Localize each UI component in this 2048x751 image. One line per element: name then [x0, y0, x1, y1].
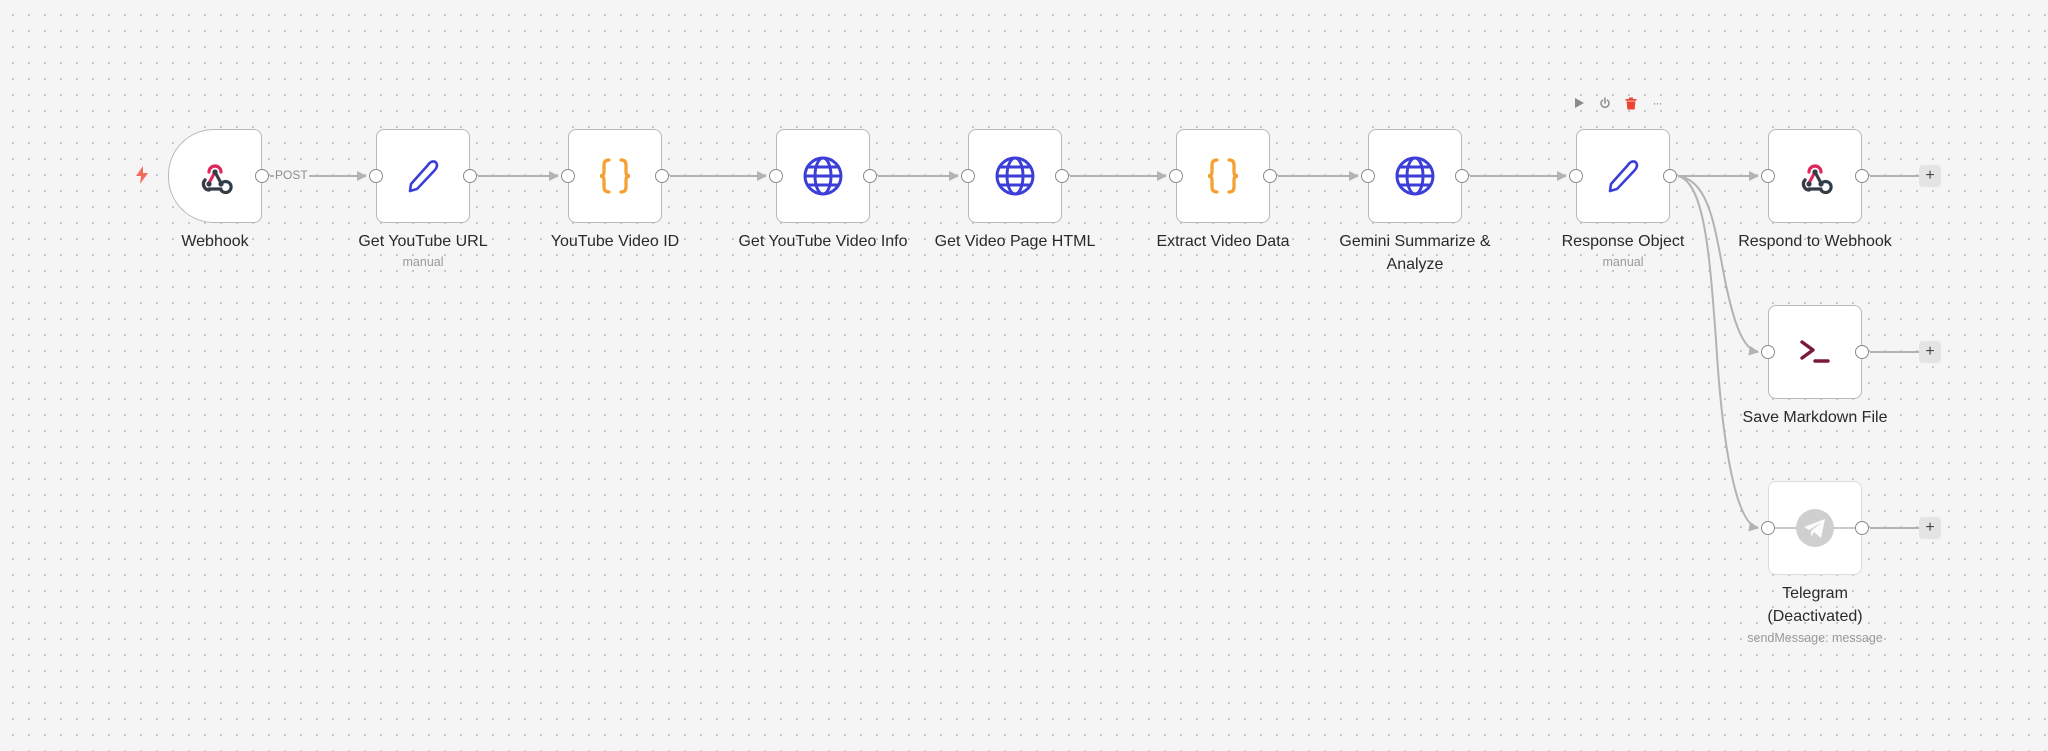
- output-handle[interactable]: [1855, 169, 1869, 183]
- node-label-gemini-summarize: Gemini Summarize & Analyze: [1339, 233, 1491, 273]
- node-toolbar: ···: [1570, 94, 1666, 112]
- more-options-button[interactable]: ···: [1648, 94, 1666, 112]
- node-label-telegram: Telegram (Deactivated): [1767, 585, 1863, 625]
- input-handle[interactable]: [769, 169, 783, 183]
- node-get-video-page-html[interactable]: [961, 129, 1069, 223]
- node-label-extract-video-data: Extract Video Data: [1156, 233, 1290, 250]
- output-handle[interactable]: [863, 169, 877, 183]
- output-handle[interactable]: [255, 169, 269, 183]
- input-handle[interactable]: [1761, 521, 1775, 535]
- input-handle[interactable]: [1361, 169, 1375, 183]
- input-handle[interactable]: [1761, 345, 1775, 359]
- node-webhook[interactable]: [168, 129, 269, 223]
- output-handle[interactable]: [1855, 345, 1869, 359]
- execute-node-button[interactable]: [1570, 94, 1588, 112]
- node-sublabel-telegram: sendMessage: message: [1747, 631, 1883, 645]
- node-label-youtube-video-id: YouTube Video ID: [550, 233, 680, 250]
- node-youtube-video-id[interactable]: [561, 129, 669, 223]
- deactivate-node-button[interactable]: [1596, 94, 1614, 112]
- node-get-youtube-video-info[interactable]: [769, 129, 877, 223]
- input-handle[interactable]: [561, 169, 575, 183]
- telegram-icon: [1793, 506, 1837, 550]
- code-braces-icon: [593, 154, 637, 198]
- node-label-response-object: Response Object: [1561, 233, 1685, 250]
- connection-response-telegram: [1677, 175, 1759, 532]
- node-label-webhook: Webhook: [181, 233, 249, 250]
- node-get-youtube-url[interactable]: [369, 129, 477, 223]
- webhook-icon: [193, 154, 237, 198]
- output-handle[interactable]: [655, 169, 669, 183]
- node-extract-video-data[interactable]: [1169, 129, 1277, 223]
- pencil-icon: [1601, 154, 1645, 198]
- output-handle[interactable]: [1663, 169, 1677, 183]
- input-handle[interactable]: [369, 169, 383, 183]
- edge-label-post: POST: [274, 168, 309, 182]
- node-telegram-deactivated[interactable]: [1761, 481, 1869, 575]
- output-handle[interactable]: [1055, 169, 1069, 183]
- globe-icon: [1393, 154, 1437, 198]
- delete-node-button[interactable]: [1622, 94, 1640, 112]
- globe-icon: [801, 154, 845, 198]
- node-save-markdown-file[interactable]: [1761, 305, 1869, 399]
- node-label-get-video-page-html: Get Video Page HTML: [934, 233, 1096, 250]
- input-handle[interactable]: [1761, 169, 1775, 183]
- input-handle[interactable]: [961, 169, 975, 183]
- input-handle[interactable]: [1169, 169, 1183, 183]
- output-handle[interactable]: [1455, 169, 1469, 183]
- terminal-icon: [1793, 330, 1837, 374]
- node-response-object[interactable]: [1569, 129, 1677, 223]
- output-handle[interactable]: [1855, 521, 1869, 535]
- node-label-save-markdown-file: Save Markdown File: [1742, 409, 1888, 426]
- add-node-after-telegram-button[interactable]: +: [1919, 517, 1941, 539]
- add-node-after-respond-button[interactable]: +: [1919, 165, 1941, 187]
- node-label-respond-to-webhook: Respond to Webhook: [1738, 233, 1892, 250]
- output-handle[interactable]: [1263, 169, 1277, 183]
- node-label-get-youtube-video-info: Get YouTube Video Info: [738, 233, 908, 250]
- globe-icon: [993, 154, 1037, 198]
- code-braces-icon: [1201, 154, 1245, 198]
- pencil-icon: [401, 154, 445, 198]
- node-sublabel-response-object: manual: [1602, 255, 1644, 269]
- node-respond-to-webhook[interactable]: [1761, 129, 1869, 223]
- trigger-bolt-icon: [134, 165, 150, 185]
- input-handle[interactable]: [1569, 169, 1583, 183]
- add-node-after-save-markdown-button[interactable]: +: [1919, 341, 1941, 363]
- ellipsis-icon: ···: [1652, 96, 1663, 110]
- node-gemini-summarize[interactable]: [1361, 129, 1469, 223]
- power-icon: [1600, 97, 1610, 109]
- node-label-get-youtube-url: Get YouTube URL: [358, 233, 488, 250]
- webhook-icon: [1793, 154, 1837, 198]
- play-icon: [1575, 98, 1584, 108]
- trash-icon: [1625, 97, 1637, 109]
- node-sublabel-get-youtube-url: manual: [402, 255, 444, 269]
- output-handle[interactable]: [463, 169, 477, 183]
